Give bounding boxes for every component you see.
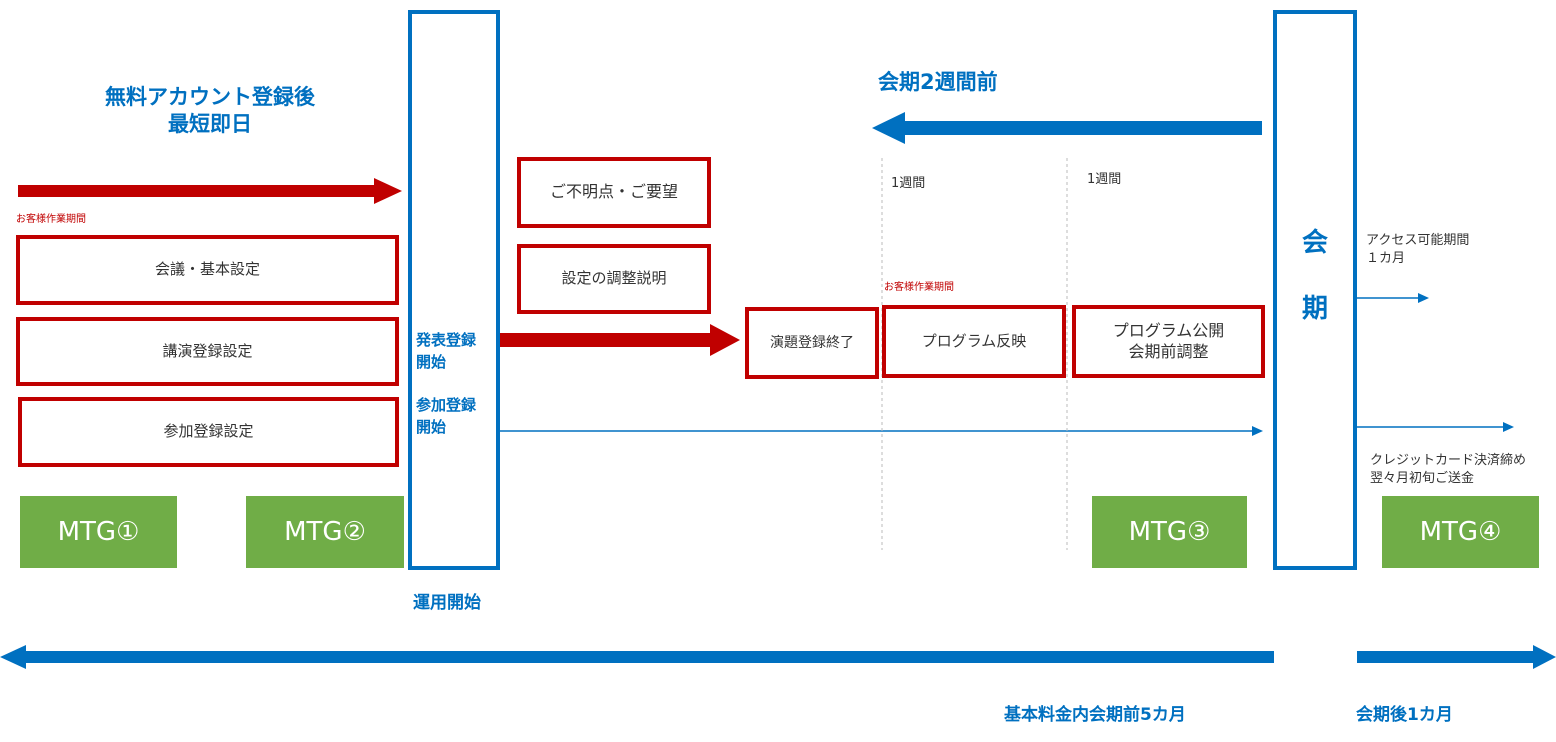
week-label-1: 1週間 [891,176,926,191]
post-period-label: 会期後1カ月 [1356,705,1453,725]
payment-note: クレジットカード決済締め 翌々月初旬ご送金 [1370,453,1527,486]
setup-box-participation: 参加登録設定 [18,397,399,467]
support-box-questions: ご不明点・ご要望 [517,157,711,228]
week-label-2: 1週間 [1087,172,1122,187]
program-box-abstract-end: 演題登録終了 [745,307,879,379]
setup-box-basic: 会議・基本設定 [16,235,399,305]
mtg-2: MTG② [246,496,404,568]
launch-label-abstract: 発表登録 開始 [416,331,477,371]
pre-period-label: 基本料金内会期前5カ月 [1004,705,1186,725]
customer-work-label-left: お客様作業期間 [16,214,86,225]
post-period-arrow [1357,645,1556,669]
left-title-line2: 最短即日 [168,112,252,137]
two-weeks-title: 会期2週間前 [878,70,998,94]
support-box-adjustment: 設定の調整説明 [517,244,711,314]
left-title-line1: 無料アカウント登録後 [105,85,315,109]
red-arrow-setup [18,178,402,204]
launch-below-label: 運用開始 [413,593,481,613]
customer-work-label-right: お客様作業期間 [884,282,954,293]
blue-arrow-two-weeks [872,112,1262,144]
setup-box-lecture: 講演登録設定 [16,317,399,386]
payment-arrow [1356,422,1514,432]
left-title: 無料アカウント登録後 最短即日 [60,84,360,139]
blue-arrow-participation [500,426,1263,436]
pre-period-arrow [0,645,1274,669]
session-bar [1273,10,1357,570]
mtg-4: MTG④ [1382,496,1539,568]
launch-label-participation: 参加登録 開始 [416,396,477,436]
launch-bar [408,10,500,570]
program-box-publish: プログラム公開 会期前調整 [1072,305,1265,378]
access-note: アクセス可能期間 １カ月 [1366,233,1470,266]
session-char-1: 会 [1301,228,1328,258]
mtg-1: MTG① [20,496,177,568]
session-char-2: 期 [1301,294,1328,324]
program-box-reflect: プログラム反映 [882,305,1066,378]
mtg-3: MTG③ [1092,496,1247,568]
red-arrow-abstract [500,324,740,356]
access-arrow [1356,293,1429,303]
